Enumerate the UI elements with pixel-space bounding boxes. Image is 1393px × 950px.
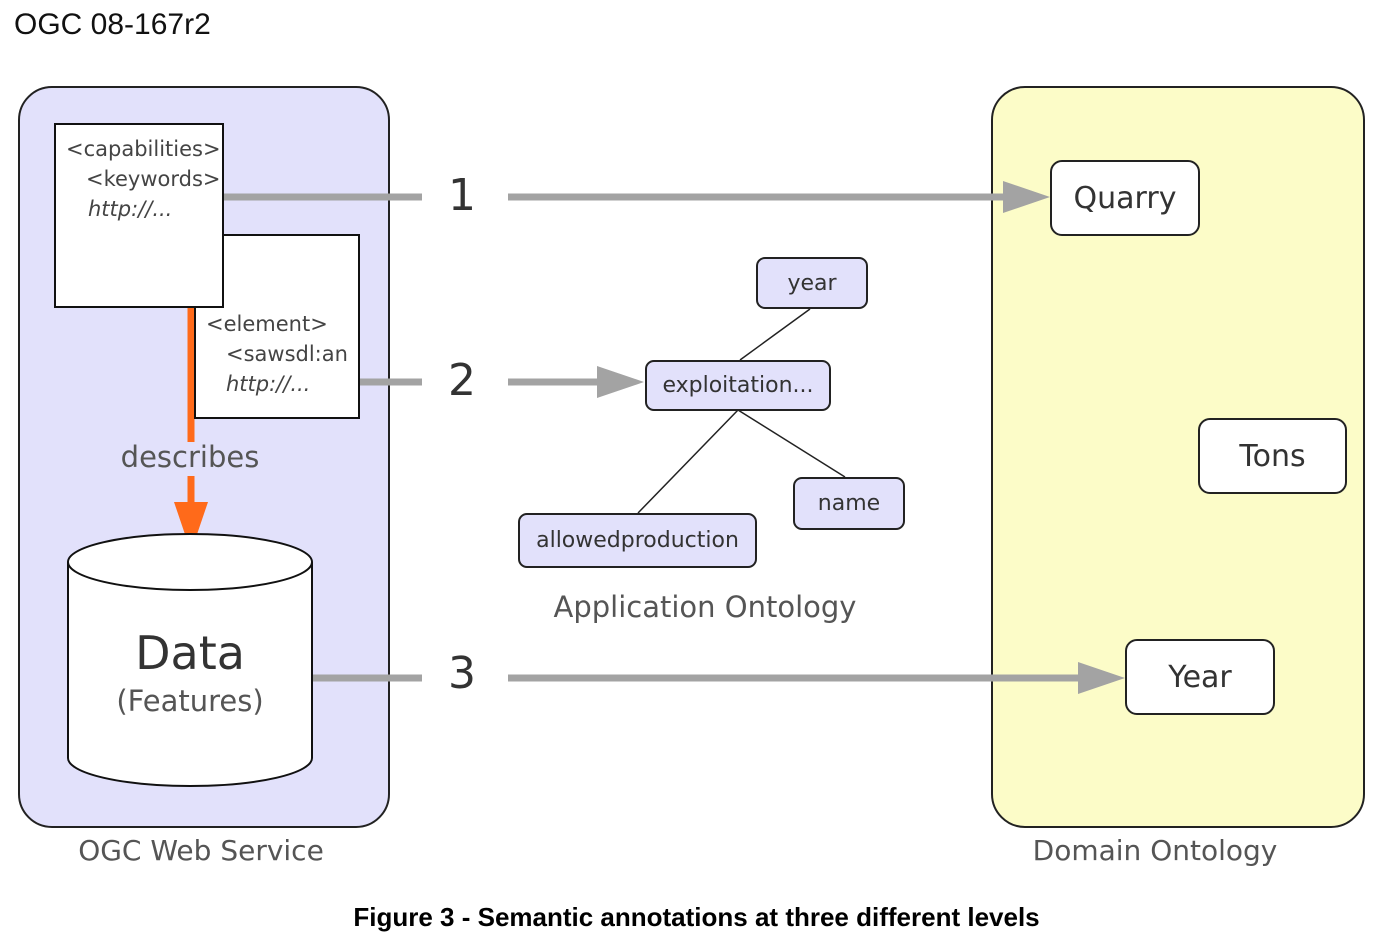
app-node-allowedproduction: allowedproduction (518, 513, 757, 568)
link-1-arrowhead (1003, 181, 1050, 213)
ogc-web-service-label: OGC Web Service (78, 834, 324, 867)
element-line-1: <element> (206, 312, 328, 336)
level-1-label: 1 (448, 170, 476, 221)
describes-arrowhead (174, 502, 208, 552)
app-node-name: name (793, 477, 905, 530)
edge-year-exploitation (739, 308, 811, 361)
element-line-2: <sawsdl:an (226, 342, 348, 366)
data-store-icon (67, 533, 313, 787)
capabilities-line-2: <keywords> (86, 167, 221, 191)
figure-caption: Figure 3 - Semantic annotations at three… (353, 902, 1040, 932)
application-ontology-label: Application Ontology (553, 590, 857, 624)
level-3-label: 3 (448, 648, 476, 699)
element-line-3: http://... (226, 372, 311, 396)
domain-node-quarry: Quarry (1050, 160, 1200, 236)
capabilities-line-1: <capabilities> (66, 137, 221, 161)
edge-exploitation-name (737, 409, 846, 478)
level-2-label: 2 (448, 355, 476, 406)
describes-label: describes (120, 440, 260, 474)
capabilities-document: <capabilities> <keywords> http://... (54, 123, 224, 308)
domain-node-tons: Tons (1198, 418, 1347, 494)
app-node-exploitation: exploitation... (645, 360, 831, 411)
app-node-year: year (756, 257, 868, 309)
data-store-title: Data (135, 626, 245, 680)
link-2-arrowhead (597, 366, 644, 398)
data-store-subtitle: (Features) (116, 684, 264, 718)
domain-ontology-label: Domain Ontology (1032, 834, 1278, 867)
edge-exploitation-allowedproduction (637, 409, 739, 514)
link-3-arrowhead (1078, 662, 1125, 694)
document-id: OGC 08-167r2 (14, 8, 211, 41)
capabilities-line-3: http://... (88, 197, 173, 221)
domain-node-year: Year (1125, 639, 1275, 715)
